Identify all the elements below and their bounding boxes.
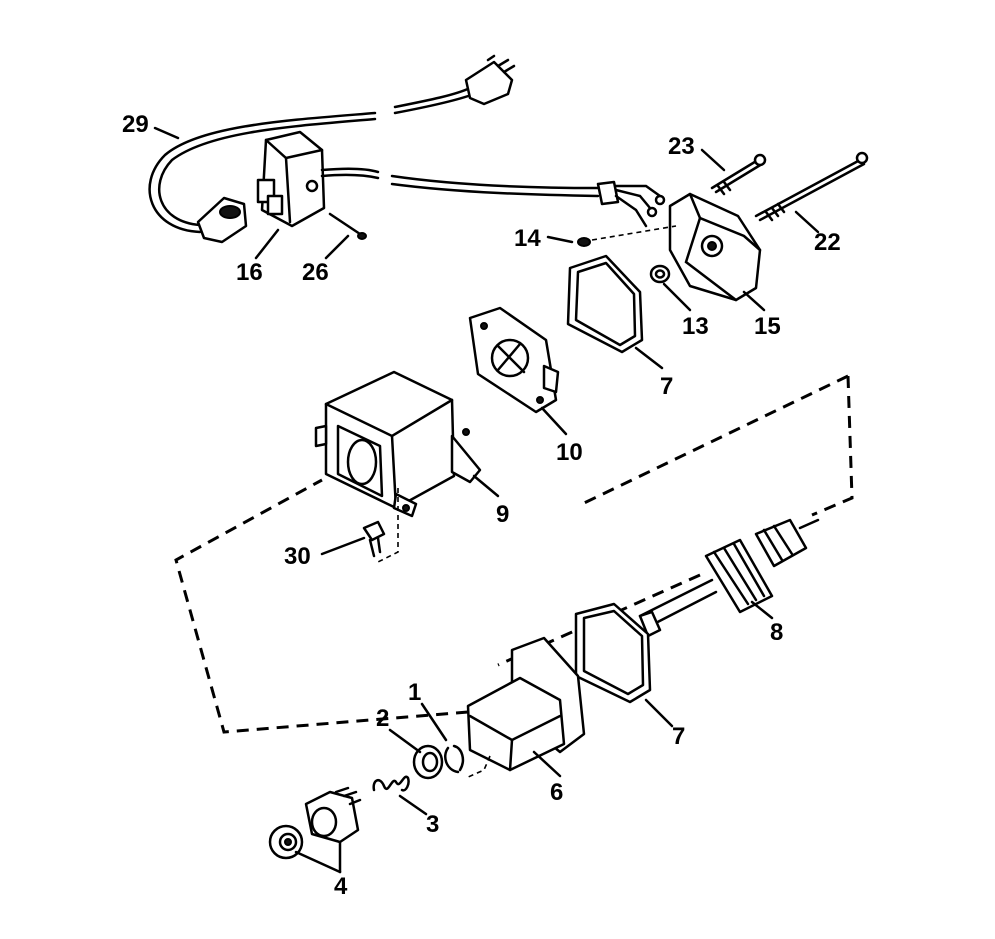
callout-23: 23 bbox=[668, 133, 695, 160]
callout-22: 22 bbox=[814, 229, 841, 256]
callout-7-lower: 7 bbox=[672, 723, 685, 750]
callout-1: 1 bbox=[408, 679, 421, 706]
callout-10: 10 bbox=[556, 439, 583, 466]
callout-2: 2 bbox=[376, 705, 389, 732]
retaining-ring-part bbox=[444, 744, 465, 774]
thru-bolts bbox=[710, 151, 869, 222]
callout-8: 8 bbox=[770, 619, 783, 646]
callout-14: 14 bbox=[514, 225, 541, 252]
leader-lines bbox=[153, 126, 820, 874]
callout-3: 3 bbox=[426, 811, 439, 838]
callout-7-upper: 7 bbox=[660, 373, 673, 400]
brush-plate-part bbox=[468, 306, 560, 414]
callout-29: 29 bbox=[122, 111, 149, 138]
drive-end-housing-part bbox=[465, 636, 586, 779]
switch-part bbox=[256, 130, 380, 228]
drive-pinion-part bbox=[268, 786, 362, 860]
callout-9: 9 bbox=[496, 501, 509, 528]
gasket-upper bbox=[566, 254, 644, 354]
washer-part-13 bbox=[649, 264, 671, 284]
spring-part bbox=[372, 775, 410, 792]
screw-part-26 bbox=[328, 212, 367, 240]
gasket-lower bbox=[574, 602, 652, 704]
armature-part bbox=[638, 518, 820, 638]
callout-13: 13 bbox=[682, 313, 709, 340]
assembly-dashed-outline-upper bbox=[579, 374, 849, 507]
power-cord bbox=[148, 54, 516, 244]
screw-part-30 bbox=[362, 520, 386, 558]
callout-4: 4 bbox=[334, 873, 348, 900]
lead-wires bbox=[390, 174, 666, 228]
callout-30: 30 bbox=[284, 543, 311, 570]
callout-6: 6 bbox=[550, 779, 563, 806]
field-frame-part bbox=[314, 370, 482, 563]
end-cap-part bbox=[668, 192, 762, 302]
screw-part-14 bbox=[577, 225, 677, 247]
collar-part bbox=[412, 744, 444, 780]
callout-15: 15 bbox=[754, 313, 781, 340]
callout-26: 26 bbox=[302, 259, 329, 286]
callout-16: 16 bbox=[236, 259, 263, 286]
